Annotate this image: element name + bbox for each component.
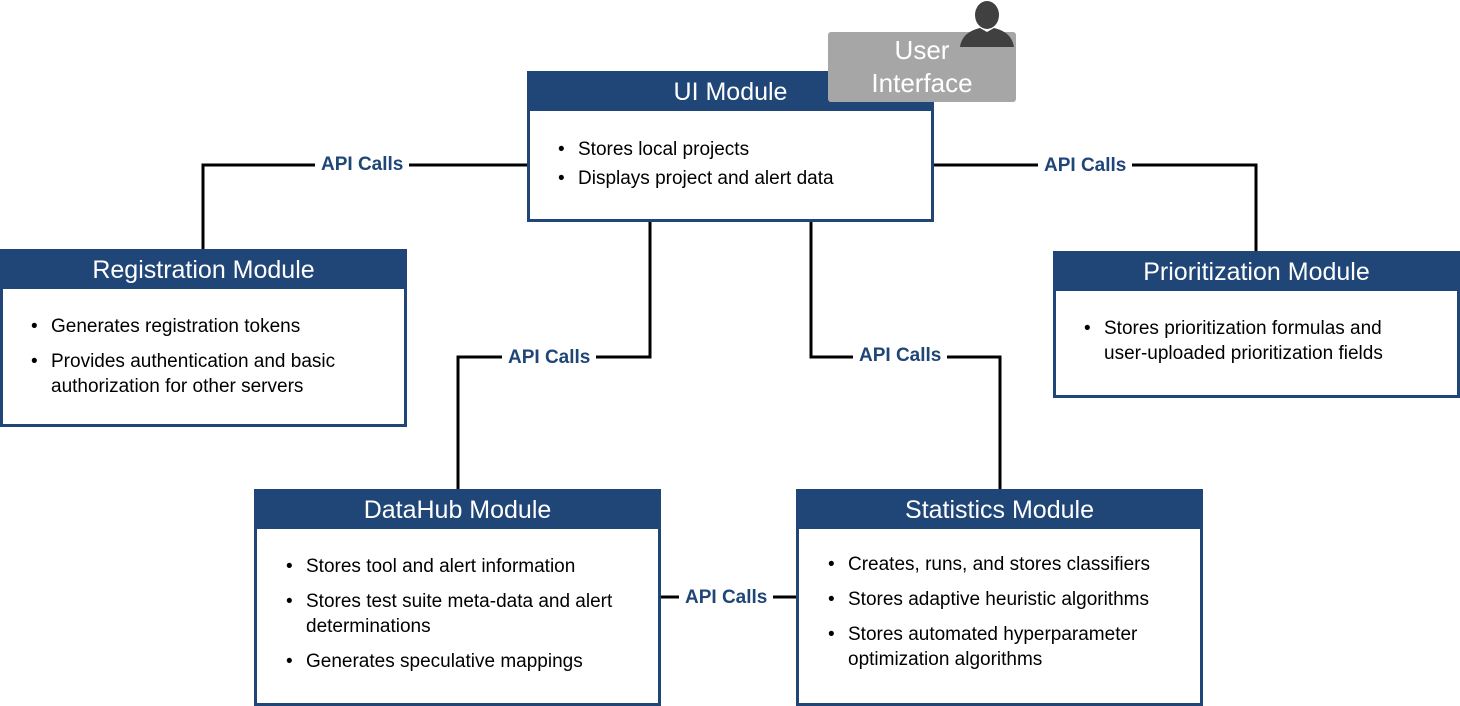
user-interface-label-line1: User — [894, 35, 950, 65]
datahub-module-items: Stores tool and alert information Stores… — [257, 529, 658, 674]
statistics-module-title: Statistics Module — [799, 492, 1200, 529]
list-item: Stores automated hyperparameter optimiza… — [828, 622, 1180, 672]
registration-module-items: Generates registration tokens Provides a… — [3, 289, 404, 399]
list-item: Stores tool and alert information — [286, 554, 618, 579]
prioritization-module-items: Stores prioritization formulas and user-… — [1056, 291, 1457, 366]
prioritization-module-title: Prioritization Module — [1056, 254, 1457, 291]
ui-module: UI Module Stores local projects Displays… — [527, 71, 934, 222]
connector-ui-prioritization — [930, 163, 1258, 254]
list-item: Displays project and alert data — [558, 166, 931, 191]
ui-module-items: Stores local projects Displays project a… — [530, 111, 931, 191]
list-item: Generates registration tokens — [31, 314, 374, 339]
person-icon — [960, 1, 1014, 47]
prioritization-module: Prioritization Module Stores prioritizat… — [1053, 251, 1460, 398]
list-item: Provides authentication and basic author… — [31, 349, 374, 399]
list-item: Stores local projects — [558, 137, 931, 162]
datahub-module-title: DataHub Module — [257, 492, 658, 529]
datahub-module: DataHub Module Stores tool and alert inf… — [254, 489, 661, 706]
list-item: Stores adaptive heuristic algorithms — [828, 587, 1180, 612]
list-item: Creates, runs, and stores classifiers — [828, 552, 1180, 577]
api-calls-label-datahub-statistics: API Calls — [679, 587, 774, 609]
statistics-module-items: Creates, runs, and stores classifiers St… — [799, 529, 1200, 672]
api-calls-label-ui-datahub: API Calls — [502, 347, 597, 369]
registration-module: Registration Module Generates registrati… — [0, 249, 407, 427]
user-interface-label-line2: Interface — [871, 68, 973, 98]
list-item: Stores prioritization formulas and user-… — [1084, 316, 1427, 366]
api-calls-label-ui-registration: API Calls — [315, 154, 410, 176]
api-calls-label-ui-statistics: API Calls — [853, 345, 948, 367]
api-calls-label-ui-prioritization: API Calls — [1038, 155, 1133, 177]
statistics-module: Statistics Module Creates, runs, and sto… — [796, 489, 1203, 706]
registration-module-title: Registration Module — [3, 252, 404, 289]
connector-ui-registration — [201, 163, 530, 252]
list-item: Generates speculative mappings — [286, 649, 618, 674]
list-item: Stores test suite meta-data and alert de… — [286, 589, 618, 639]
